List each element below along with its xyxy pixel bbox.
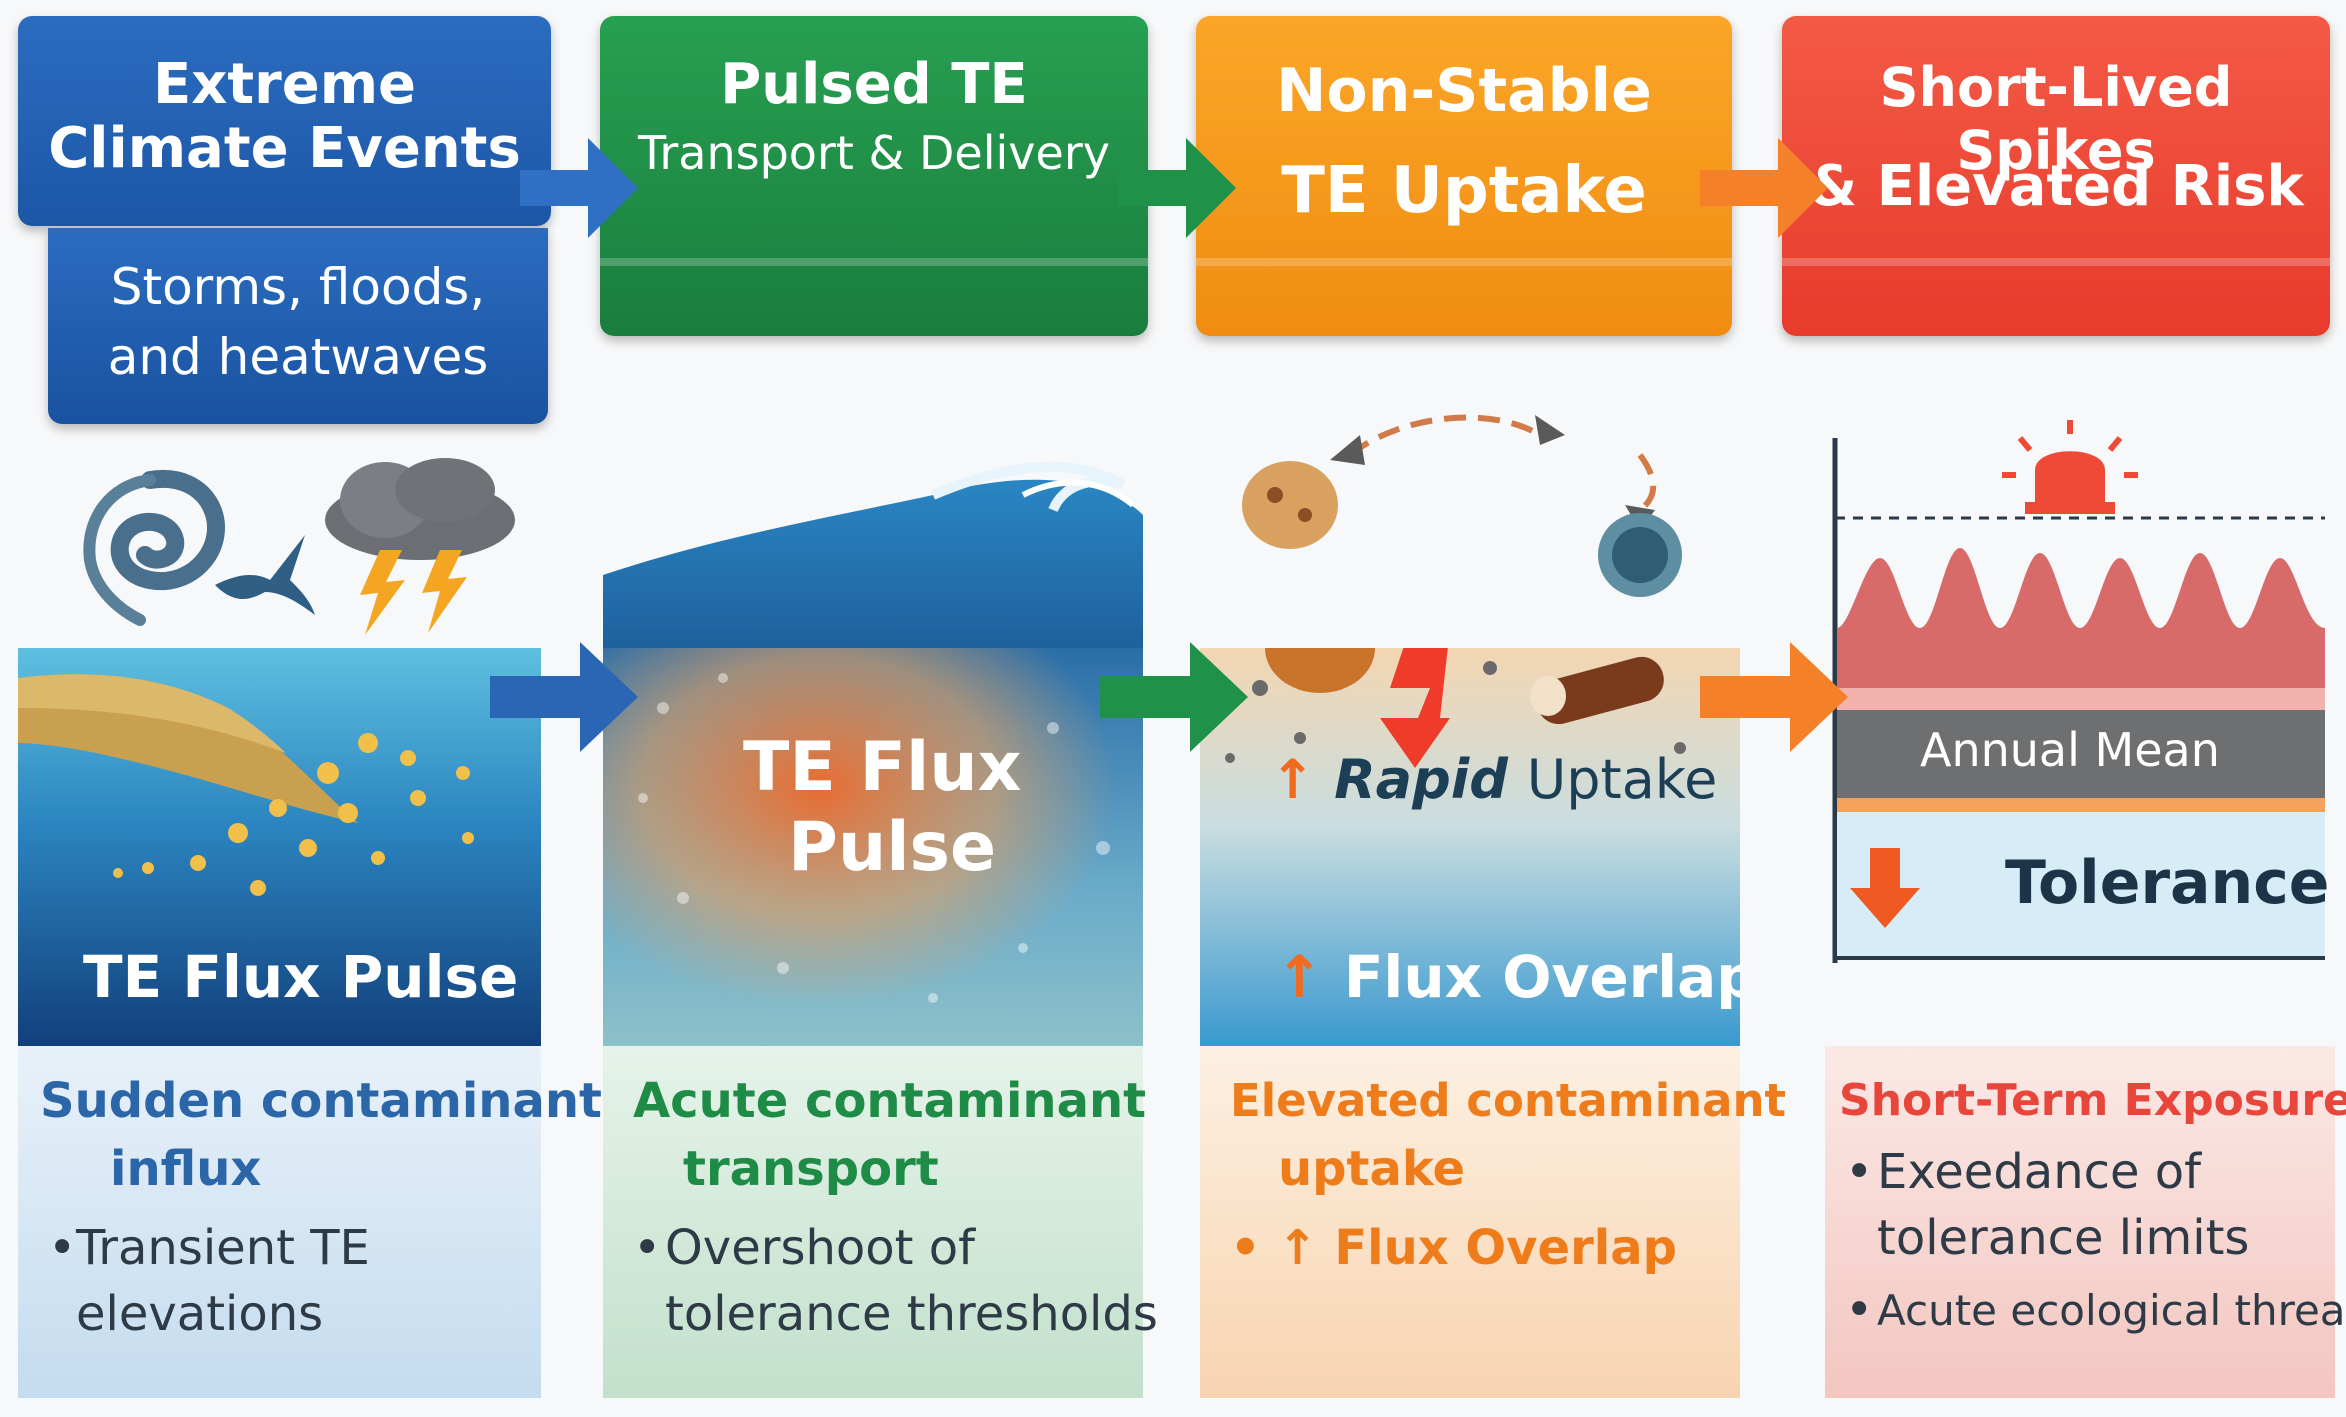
step-2-title-line2: Transport & Delivery — [638, 126, 1110, 180]
step-3-title-line1: Non-Stable — [1276, 56, 1652, 126]
outcome-card-4: Short-Term Exposures • Exeedance of tole… — [1825, 1046, 2346, 1398]
step-3-sheen — [1196, 258, 1732, 266]
outcome-2-line1: Overshoot of — [665, 1220, 975, 1276]
panel-2-label-line1: TE Flux — [743, 728, 1022, 807]
outcome-card-1: Sudden contaminant influx • Transient TE… — [18, 1046, 602, 1398]
panel-arrow-2 — [1100, 642, 1248, 752]
step-1-sub-line1: Storms, floods, — [110, 258, 486, 316]
panel-tolerance-chart: Annual Mean Tolerance — [1825, 438, 2335, 968]
uptake-word: Uptake — [1526, 748, 1718, 811]
outcome-card-2: Acute contaminant transport • Overshoot … — [603, 1046, 1158, 1398]
panel-3-label-1: ↑ Rapid Uptake — [1270, 748, 1717, 811]
outcome-1-heading-line1: Sudden contaminant — [40, 1073, 602, 1129]
outcome-4-line2: tolerance limits — [1877, 1210, 2250, 1266]
panel-arrow-3 — [1700, 642, 1848, 752]
outcome-3-bullet: • — [1230, 1220, 1261, 1276]
panel-3-label-2: ↑ Flux Overlap — [1275, 943, 1740, 1011]
step-non-stable-te-uptake: Non-Stable TE Uptake — [1196, 16, 1732, 336]
step-extreme-climate-events: Extreme Climate Events — [18, 16, 551, 226]
step-1-subtitle-box: Storms, floods, and heatwaves — [48, 228, 548, 424]
outcome-4-bullet-1: • — [1845, 1144, 1874, 1200]
outcome-4-heading: Short-Term Exposures — [1839, 1075, 2346, 1126]
header-arrow-1 — [520, 138, 638, 238]
header-arrow-3 — [1700, 138, 1828, 238]
step-1-title-line1: Extreme — [152, 52, 417, 117]
outcome-1-bullet: • — [48, 1220, 77, 1276]
outcome-card-3: Elevated contaminant uptake • ↑ Flux Ove… — [1200, 1046, 1786, 1398]
panel-arrow-1 — [490, 642, 638, 752]
storm-cloud-icon — [325, 458, 515, 635]
panel-rapid-uptake: ↑ Rapid Uptake ↑ Flux Overlap — [1200, 648, 1740, 1046]
annual-mean-label: Annual Mean — [1920, 723, 2220, 777]
up-arrow-icon: ↑ — [1270, 748, 1316, 811]
ocean-wave-crest — [603, 461, 1143, 655]
panel-te-flux-pulse-2: TE Flux Pulse — [603, 648, 1143, 1046]
outcome-1-heading-line2: influx — [110, 1141, 262, 1197]
flux-overlap-label: Flux Overlap — [1343, 943, 1740, 1011]
step-2-sheen — [600, 258, 1148, 266]
outcome-2-heading-line1: Acute contaminant — [633, 1073, 1147, 1129]
step-1-title-line2: Climate Events — [48, 116, 521, 181]
uptake-particles-icon — [1242, 414, 1682, 597]
outcome-2-line2: tolerance thresholds — [665, 1286, 1158, 1342]
step-4-title-line2: & Elevated Risk — [1808, 154, 2304, 219]
step-2-title-line1: Pulsed TE — [720, 52, 1028, 117]
step-pulsed-te-transport: Pulsed TE Transport & Delivery — [600, 16, 1148, 336]
step-4-title-line1: Short-Lived Spikes — [1879, 56, 2233, 182]
bird-icon — [215, 535, 315, 615]
outcome-2-bullet: • — [633, 1220, 662, 1276]
outcome-2-heading-line2: transport — [683, 1141, 939, 1197]
outcome-4-bullet-2: • — [1845, 1282, 1874, 1338]
tolerance-label: Tolerance — [2005, 848, 2330, 918]
step-4-sheen — [1782, 258, 2330, 266]
step-1-sub-line2: and heatwaves — [107, 328, 489, 386]
outcome-3-heading-line1: Elevated contaminant — [1230, 1074, 1787, 1127]
header-arrow-2 — [1118, 138, 1236, 238]
outcome-3-line1: Flux Overlap — [1334, 1220, 1677, 1276]
alarm-beacon-icon — [2002, 420, 2138, 514]
step-3-title-line2: TE Uptake — [1281, 154, 1647, 228]
panel-te-flux-pulse-1: TE Flux Pulse — [18, 648, 541, 1046]
outcome-1-line1: Transient TE — [76, 1220, 370, 1276]
up-arrow-icon: ↑ — [1277, 1220, 1318, 1276]
rapid-bold-word: Rapid — [1334, 748, 1508, 811]
outcome-3-line1-row: • ↑ Flux Overlap — [1230, 1216, 1677, 1281]
outcome-4-line3: Acute ecological threat — [1877, 1286, 2346, 1335]
hurricane-icon — [83, 469, 225, 626]
outcome-1-line2: elevations — [76, 1286, 324, 1342]
step-short-lived-spikes: Short-Lived Spikes & Elevated Risk — [1782, 16, 2330, 336]
panel-1-label: TE Flux Pulse — [83, 943, 519, 1011]
up-arrow-icon: ↑ — [1275, 943, 1324, 1011]
panel-2-label-line2: Pulse — [788, 808, 997, 887]
outcome-3-heading-line2: uptake — [1278, 1141, 1466, 1197]
outcome-4-line1: Exeedance of — [1877, 1144, 2202, 1200]
